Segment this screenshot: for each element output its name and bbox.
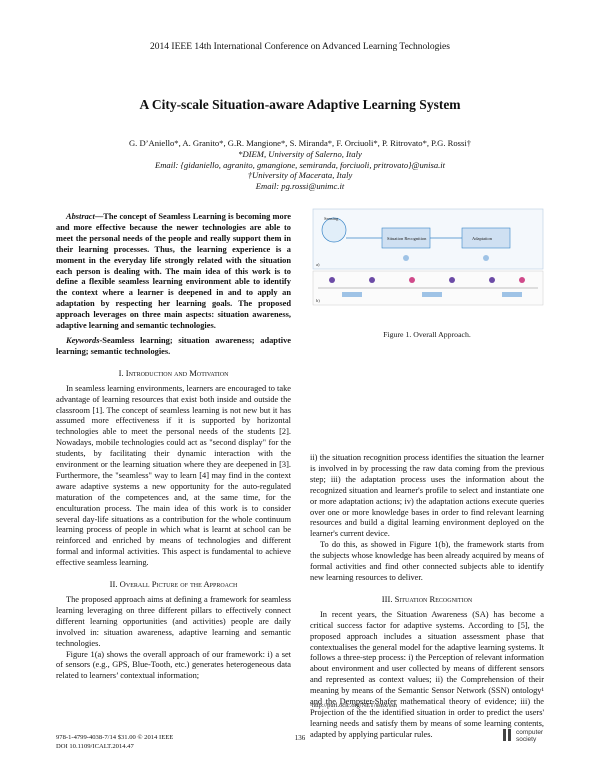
subject-node [329, 277, 335, 283]
section-1-paragraph: In seamless learning environments, learn… [56, 383, 291, 568]
situation-recognition-label: Situation Recognition [387, 236, 427, 241]
subject-node [449, 277, 455, 283]
affiliation-2: †University of Macerata, Italy [247, 170, 353, 181]
logo-icon [503, 729, 511, 741]
figure-1-diagram: Sensing Situation Recognition Adaptation… [312, 208, 544, 306]
section-2-paragraph-4: To do this, as showed in Figure 1(b), th… [310, 540, 544, 582]
section-2-paragraph-2: Figure 1(a) shows the overall approach o… [56, 649, 291, 681]
subject-node [519, 277, 525, 283]
footnote: ¹http://purl.oclc.org/NET/ssnx/ssn [310, 702, 398, 709]
doi-line: DOI 10.1109/ICALT.2014.47 [56, 742, 134, 750]
logo-text: computer society [516, 729, 543, 743]
section-1-heading: I. Introduction and Motivation [118, 367, 229, 378]
affiliation-1: *DIEM, University of Salerno, Italy [238, 148, 362, 159]
abstract-text: —The concept of Seamless Learning is bec… [56, 212, 291, 331]
figure-caption: Figure 1. Overall Approach. [383, 330, 471, 339]
abstract-label: Abstract [66, 212, 95, 221]
logo-text-line-1: computer [516, 729, 544, 736]
section-3-heading: III. Situation Recognition [381, 593, 473, 604]
section-2-heading: II. Overall Picture of the Approach [109, 579, 238, 590]
subject-node [489, 277, 495, 283]
logo-text-line-2: society [516, 736, 537, 743]
keywords: Keywords-Seamless learning; situation aw… [56, 336, 291, 358]
sensing-circle [321, 217, 347, 243]
keywords-label: Keywords [66, 335, 100, 345]
sensing-label: Sensing [324, 216, 339, 221]
isbn-line: 978-1-4799-4038-7/14 $31.00 © 2014 IEEE [56, 734, 174, 741]
figure-part-a-label: a) [316, 262, 320, 267]
step-marker [403, 255, 409, 261]
subject-node [409, 277, 415, 283]
subject-node [369, 277, 375, 283]
conference-header: 2014 IEEE 14th International Conference … [150, 42, 450, 52]
section-2-paragraph-1: The proposed approach aims at defining a… [56, 595, 291, 648]
author-block: G. D’Aniello*, A. Granito*, G.R. Mangion… [0, 138, 600, 192]
resource-tag [342, 292, 362, 297]
paper-title: A City-scale Situation-aware Adaptive Le… [139, 97, 461, 112]
right-column: ii) the situation recognition process id… [310, 453, 544, 741]
left-column: Abstract—The concept of Seamless Learnin… [56, 212, 291, 682]
adaptation-label: Adaptation [472, 236, 493, 241]
email-2: Email: pg.rossi@unimc.it [255, 181, 345, 192]
resource-tag [502, 292, 522, 297]
resource-tag [422, 292, 442, 297]
footer-copyright: 978-1-4799-4038-7/14 $31.00 © 2014 IEEE … [56, 734, 173, 751]
computer-society-logo: computer society [502, 727, 552, 749]
author-names: G. D’Aniello*, A. Granito*, G.R. Mangion… [128, 138, 472, 148]
section-2-paragraph-3: ii) the situation recognition process id… [310, 453, 544, 539]
keywords-text: -Seamless learning; situation awareness;… [56, 335, 291, 356]
abstract: Abstract—The concept of Seamless Learnin… [56, 212, 291, 332]
page-number: 136 [294, 734, 306, 742]
section-3-paragraph: In recent years, the Situation Awareness… [310, 609, 544, 739]
figure-part-b-label: b) [316, 298, 320, 303]
step-marker [483, 255, 489, 261]
email-1: Email: {gidaniello, agranito, gmangione,… [154, 159, 446, 170]
